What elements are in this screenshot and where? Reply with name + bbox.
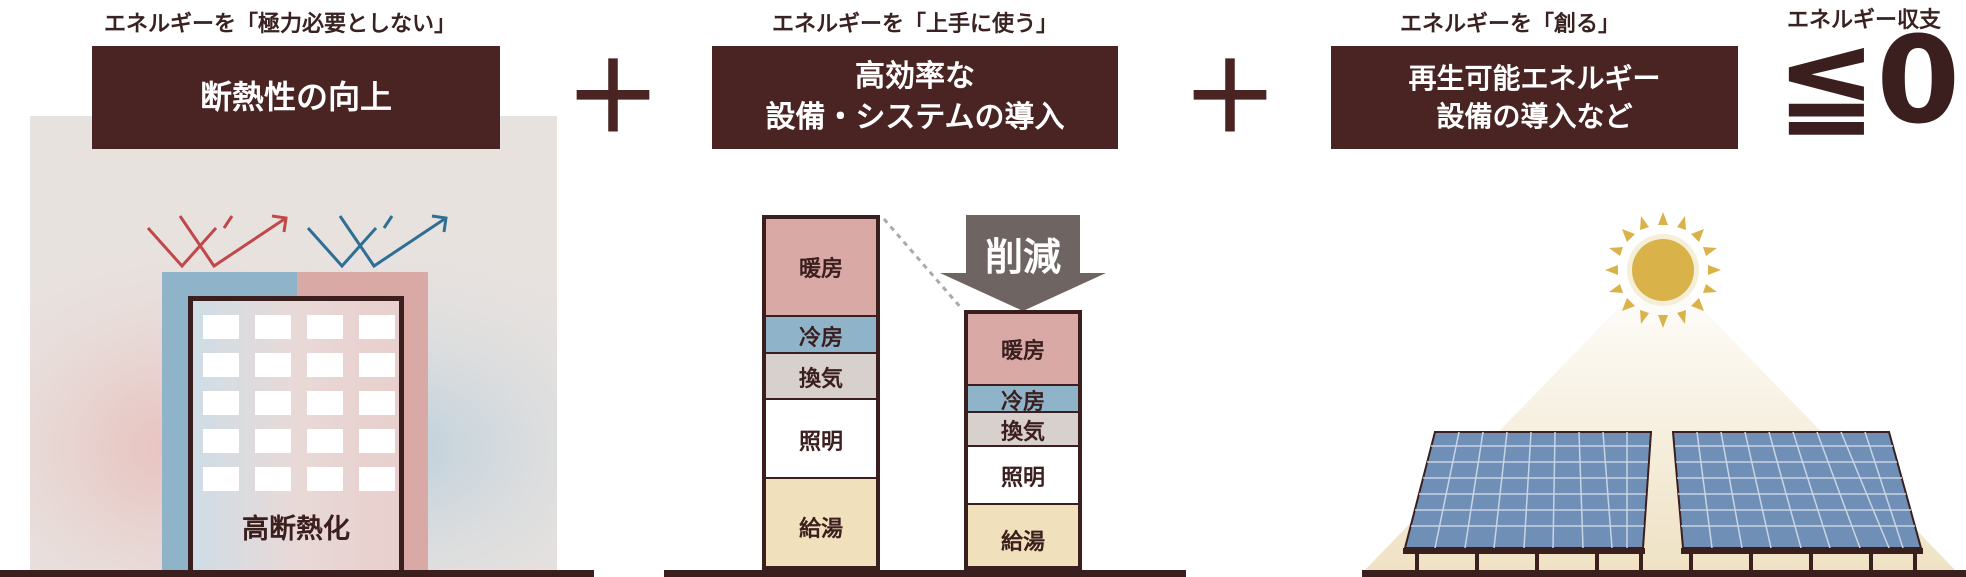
generation-title-line1: 再生可能エネルギー — [1408, 61, 1661, 95]
solar-panel-right — [1671, 431, 1923, 570]
after-lighting: 照明 — [968, 445, 1078, 505]
ground-line-2 — [664, 570, 1186, 577]
plus-sign-1: ＋ — [565, 42, 661, 154]
ground-line-1 — [0, 570, 594, 577]
energy-after-column: 暖房 冷房 換気 照明 給湯 — [964, 310, 1082, 570]
energy-before-column: 暖房 冷房 換気 照明 給湯 — [762, 215, 880, 570]
building-windows — [203, 315, 395, 491]
after-heating: 暖房 — [968, 314, 1078, 384]
generation-title-box: 再生可能エネルギー 設備の導入など — [1331, 46, 1738, 149]
before-lighting: 照明 — [766, 398, 876, 479]
before-cooling: 冷房 — [766, 315, 876, 354]
insulation-title-box: 断熱性の向上 — [92, 46, 500, 149]
before-hot-water: 給湯 — [766, 477, 876, 566]
reduce-label: 削減 — [984, 235, 1061, 279]
after-cooling: 冷房 — [968, 384, 1078, 415]
generation-caption: エネルギーを「創る」 — [1399, 12, 1620, 37]
efficiency-title-box: 高効率な 設備・システムの導入 — [712, 46, 1118, 149]
after-hot-water: 給湯 — [968, 503, 1078, 566]
generation-title-line2: 設備の導入など — [1436, 99, 1633, 133]
insulation-caption: エネルギーを「極力必要としない」 — [103, 12, 456, 37]
efficiency-caption: エネルギーを「上手に使う」 — [771, 12, 1058, 37]
efficiency-title-line2: 設備・システムの導入 — [765, 99, 1065, 135]
building-label: 高断熱化 — [242, 514, 350, 545]
ground-line-3 — [1362, 570, 1966, 577]
efficiency-title-line1: 高効率な — [855, 59, 975, 94]
insulation-title: 断熱性の向上 — [199, 77, 392, 116]
solar-scene — [1365, 212, 1955, 570]
balance-caption: エネルギー収支 — [1786, 8, 1941, 33]
heat-reflection-arrows — [146, 214, 448, 269]
plus-sign-2: ＋ — [1182, 42, 1278, 154]
before-heating: 暖房 — [766, 219, 876, 315]
after-ventilation: 換気 — [968, 411, 1078, 447]
reduce-arrow — [940, 215, 1106, 311]
solar-panel-left — [1403, 431, 1653, 570]
before-ventilation: 換気 — [766, 352, 876, 400]
balance-value: ≦0 — [1775, 12, 1961, 151]
building: 高断熱化 — [188, 296, 404, 571]
